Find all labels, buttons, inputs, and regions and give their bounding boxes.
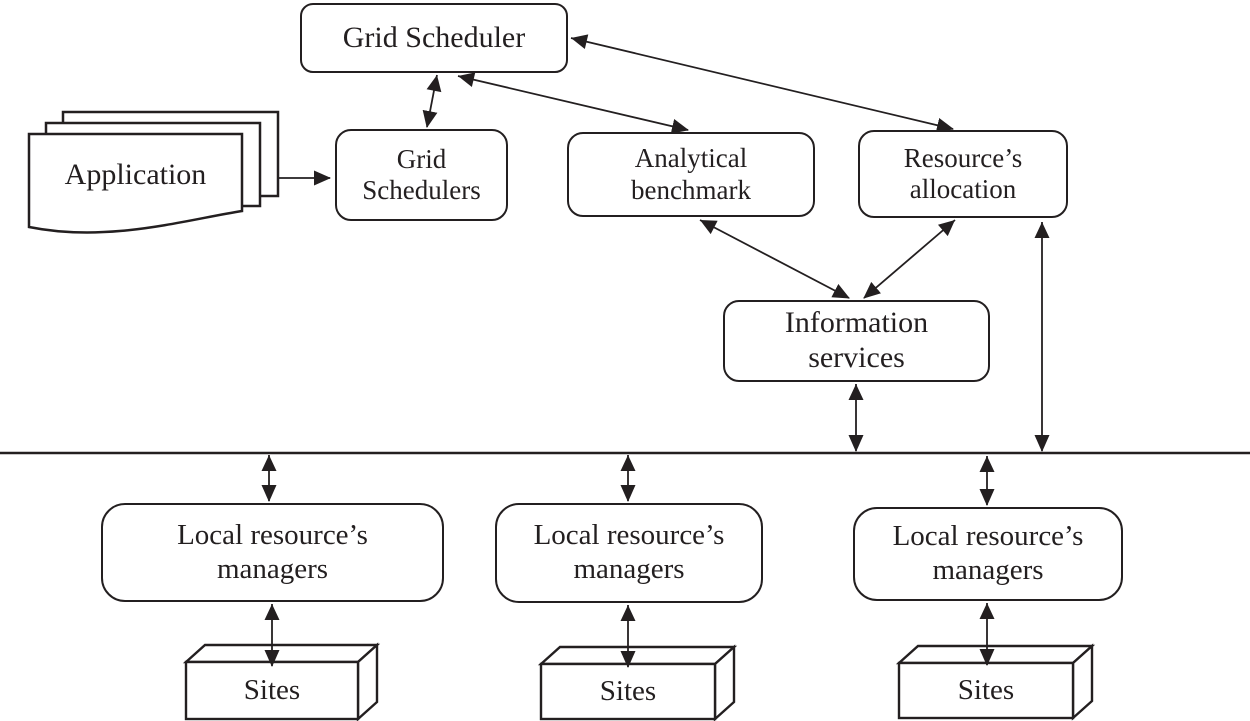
edge-grid-scheduler-grid-schedulers (422, 74, 442, 128)
sites-1-top-face (182, 643, 381, 664)
edge-grid-scheduler-analytical-benchmark (457, 72, 689, 134)
application-sheet-front (27, 132, 244, 234)
sites-1-front-face (184, 660, 360, 721)
sites-2-front-face (539, 662, 717, 721)
sites-3-cuboid (895, 643, 1096, 721)
sites-3-front-face (897, 661, 1075, 720)
edge-resources-allocation-information-services (863, 219, 956, 299)
node-local-resources-managers-1-label: Local resource’s managers (177, 518, 368, 585)
edge-grid-scheduler-resources-allocation (570, 34, 954, 133)
node-resources-allocation-label: Resource’s allocation (903, 142, 1023, 204)
edge-analytical-benchmark-information-services (699, 219, 850, 299)
sites-2-top-face (537, 645, 738, 666)
node-grid-schedulers: Grid Schedulers (335, 129, 508, 221)
node-local-resources-managers-2-label: Local resource’s managers (533, 519, 725, 585)
sites-2-cuboid (537, 644, 738, 721)
diagram-edges (261, 34, 1050, 668)
node-local-resources-managers-1: Local resource’s managers (101, 503, 444, 602)
node-grid-scheduler: Grid Scheduler (300, 3, 568, 73)
node-grid-scheduler-label: Grid Scheduler (342, 20, 526, 54)
node-grid-schedulers-label: Grid Schedulers (362, 143, 481, 205)
sites-1-cuboid (182, 642, 381, 721)
application-document-stack-shape (27, 110, 280, 234)
node-local-resources-managers-2: Local resource’s managers (495, 503, 763, 603)
node-local-resources-managers-3-label: Local resource’s managers (892, 520, 1084, 586)
node-information-services-label: Information services (784, 306, 929, 374)
node-analytical-benchmark-label: Analytical benchmark (631, 143, 751, 205)
node-information-services: Information services (723, 300, 990, 382)
node-analytical-benchmark: Analytical benchmark (567, 132, 815, 217)
sites-3-top-face (895, 644, 1096, 665)
node-resources-allocation: Resource’s allocation (858, 130, 1068, 218)
node-local-resources-managers-3: Local resource’s managers (853, 507, 1123, 601)
